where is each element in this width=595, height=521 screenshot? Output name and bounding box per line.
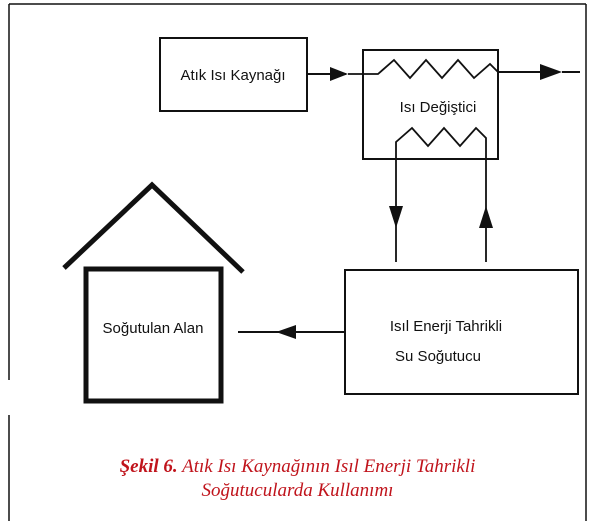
house-roof bbox=[62, 181, 245, 274]
heat-exchanger-box bbox=[362, 49, 499, 160]
waste-heat-source-label: Atık Isı Kaynağı bbox=[180, 67, 285, 84]
hot-coil bbox=[348, 58, 499, 80]
heat-exchanger-label: Isı Değiştici bbox=[400, 99, 477, 116]
source-to-exchanger-arrowhead bbox=[330, 67, 348, 81]
cold-coil bbox=[395, 126, 487, 262]
caption-line1: Şekil 6. Atık Isı Kaynağının Isıl Enerji… bbox=[20, 455, 575, 479]
cooled-space-box bbox=[83, 266, 224, 404]
loop-down-arrowhead bbox=[389, 206, 403, 228]
caption-text-line1: Atık Isı Kaynağının Isıl Enerji Tahrikli bbox=[182, 456, 476, 477]
chiller-label-line2: Su Soğutucu bbox=[395, 348, 481, 365]
cooled-space-label: Soğutulan Alan bbox=[103, 320, 204, 337]
chiller-label-line1: Isıl Enerji Tahrikli bbox=[390, 318, 502, 335]
exhaust-arrowhead bbox=[540, 64, 562, 80]
chiller-to-space-arrowhead bbox=[276, 325, 296, 339]
figure-caption: Şekil 6. Atık Isı Kaynağının Isıl Enerji… bbox=[20, 455, 575, 503]
caption-number: Şekil 6. bbox=[119, 456, 178, 477]
loop-up-arrowhead bbox=[479, 206, 493, 228]
caption-text-line2: Soğutucularda Kullanımı bbox=[201, 480, 394, 501]
